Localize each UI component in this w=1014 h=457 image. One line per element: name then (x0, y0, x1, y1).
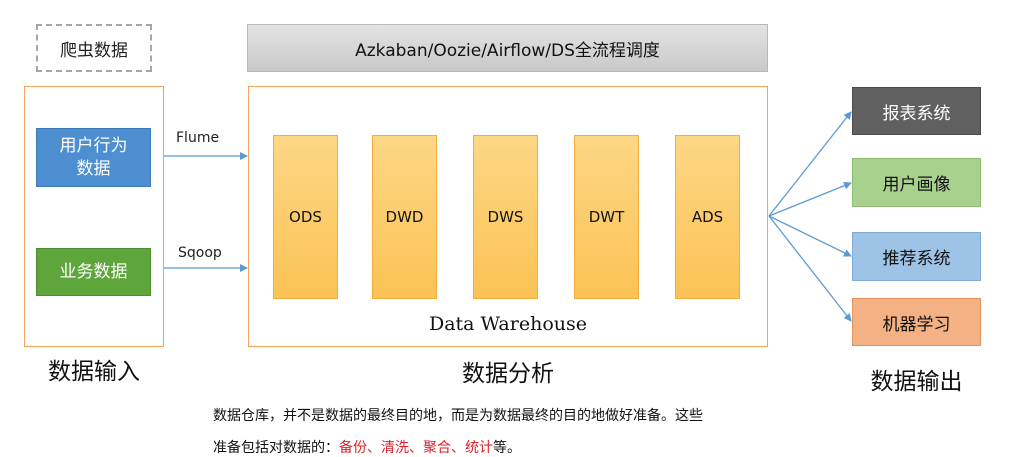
output-user-persona: 用户画像 (852, 158, 981, 207)
layer-dws: DWS (473, 135, 538, 299)
source-business-data: 业务数据 (36, 248, 151, 296)
scheduler-bar: Azkaban/Oozie/Airflow/DS全流程调度 (247, 24, 768, 72)
output-recommendation-system: 推荐系统 (852, 232, 981, 281)
layer-dwd: DWD (372, 135, 437, 299)
note-sep-1: 、 (367, 440, 381, 456)
note-highlight-clean: 清洗 (381, 440, 409, 456)
arrow-to-recommend (768, 215, 852, 257)
section-title-analysis: 数据分析 (462, 361, 554, 387)
note-suffix: 等。 (493, 440, 521, 456)
note-line-2: 准备包括对数据的：备份、清洗、聚合、统计等。 (213, 437, 521, 457)
note-highlight-statistics: 统计 (465, 440, 493, 456)
arrow-to-report (768, 111, 852, 217)
layer-ods: ODS (273, 135, 338, 299)
layer-dwt: DWT (574, 135, 639, 299)
source-user-behavior: 用户行为数据 (36, 128, 151, 187)
arrow-to-persona (768, 181, 852, 217)
edge-label-sqoop: Sqoop (178, 245, 222, 261)
arrow-to-ml (768, 215, 852, 322)
note-prefix: 准备包括对数据的： (213, 440, 339, 456)
crawler-data-box: 爬虫数据 (36, 24, 152, 72)
note-sep-3: 、 (451, 440, 465, 456)
note-highlight-backup: 备份 (339, 440, 367, 456)
source-user-behavior-label: 用户行为数据 (59, 135, 128, 179)
output-report-system: 报表系统 (852, 87, 981, 135)
section-title-input: 数据输入 (48, 359, 140, 385)
edge-label-flume: Flume (176, 130, 220, 146)
note-line-1: 数据仓库，并不是数据的最终目的地，而是为数据最终的目的地做好准备。这些 (213, 408, 703, 424)
layer-ads: ADS (675, 135, 740, 299)
note-sep-2: 、 (409, 440, 423, 456)
output-machine-learning: 机器学习 (852, 298, 981, 346)
warehouse-label: Data Warehouse (428, 313, 587, 335)
input-frame (24, 86, 164, 347)
section-title-output: 数据输出 (870, 369, 963, 395)
note-highlight-aggregate: 聚合 (423, 440, 451, 456)
